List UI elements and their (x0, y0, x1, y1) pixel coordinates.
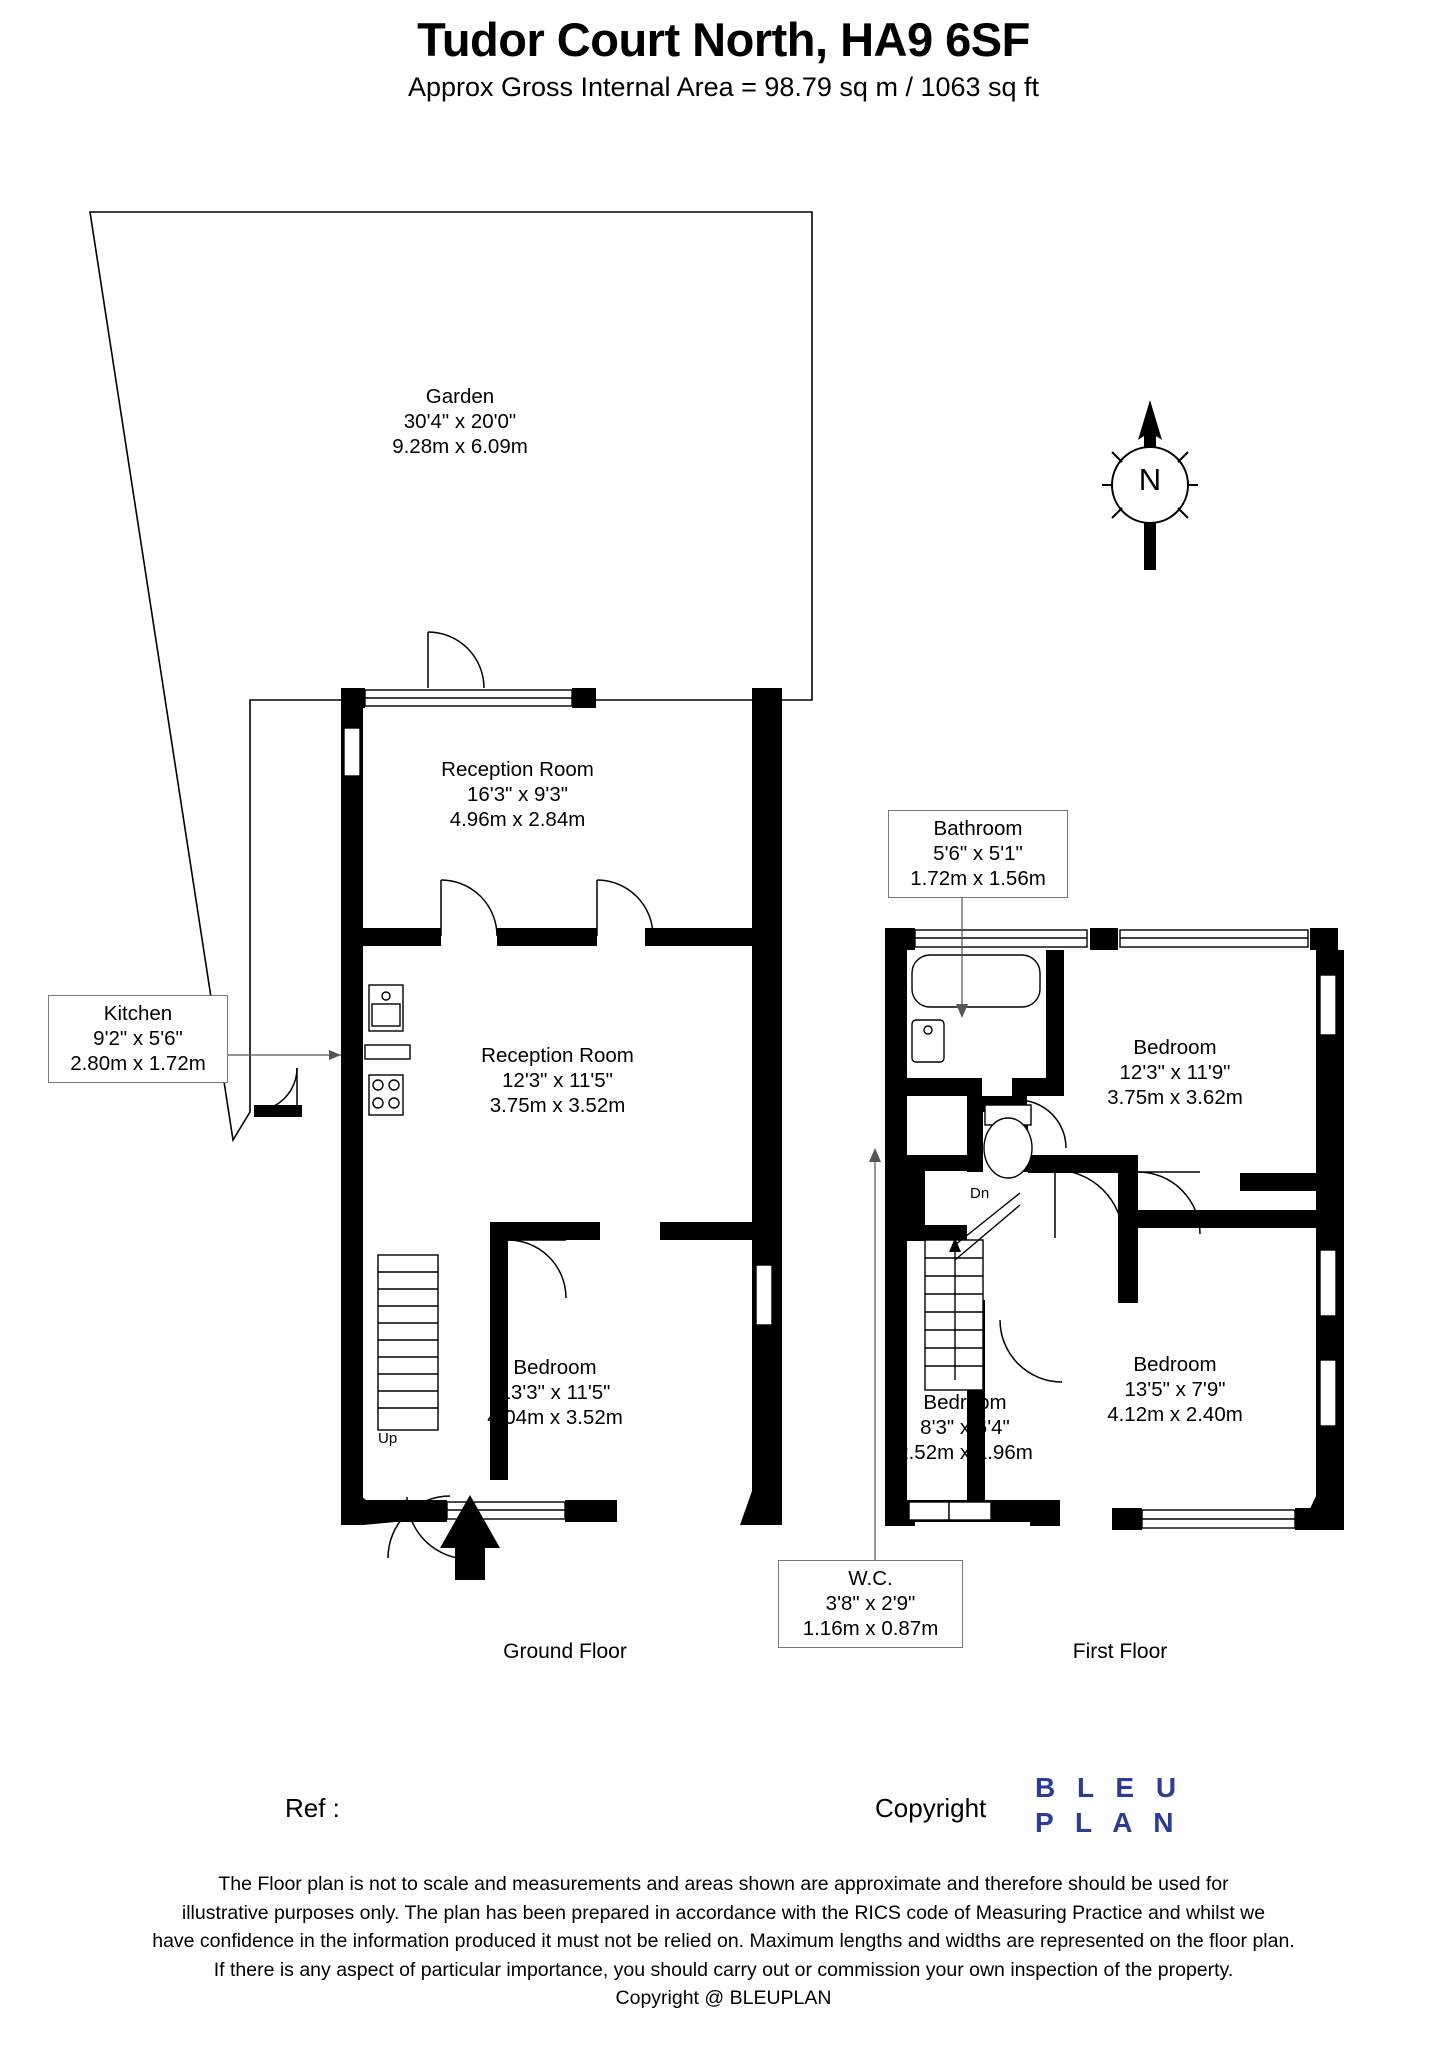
compass-north-label: N (1138, 462, 1162, 497)
stair-up-label: Up (378, 1430, 398, 1447)
room-callout-kitchen: Kitchen 9'2" x 5'6" 2.80m x 1.72m (48, 995, 228, 1083)
ref-label: Ref : (285, 1793, 340, 1823)
page-subtitle: Approx Gross Internal Area = 98.79 sq m … (407, 72, 1040, 102)
room-label-garden: Garden 30'4" x 20'0" 9.28m x 6.09m (345, 384, 575, 459)
disclaimer-line-4: If there is any aspect of particular imp… (213, 1958, 1234, 1981)
reception1-metric: 4.96m x 2.84m (449, 808, 586, 831)
kitchen-metric: 2.80m x 1.72m (70, 1052, 206, 1075)
reception1-name: Reception Room (441, 758, 594, 781)
wc-name: W.C. (848, 1567, 893, 1590)
bedroom-ff1-metric: 3.75m x 3.62m (1107, 1086, 1243, 1109)
stair-down-label: Dn (970, 1185, 990, 1202)
room-label-bedroom-ff-1: Bedroom 12'3" x 11'9" 3.75m x 3.62m (1040, 1035, 1310, 1110)
disclaimer-line-3: have confidence in the information produ… (152, 1930, 1295, 1952)
disclaimer-text: The Floor plan is not to scale and measu… (60, 1870, 1387, 2013)
copyright-line: Copyright @ BLEUPLAN (615, 1987, 832, 2009)
bedroom-gf-metric: 4.04m x 3.52m (487, 1406, 623, 1429)
logo-line-1: B L E U (1035, 1772, 1184, 1803)
bedroom-ff3-imperial: 8'3" x 6'4" (920, 1416, 1010, 1439)
floor-name-ground: Ground Floor (503, 1640, 627, 1663)
floor-name-first: First Floor (1072, 1640, 1168, 1663)
bedroom-ff1-imperial: 12'3" x 11'9" (1119, 1061, 1231, 1084)
room-label-reception-2: Reception Room 12'3" x 11'5" 3.75m x 3.5… (400, 1043, 715, 1118)
copyright-label: Copyright (875, 1793, 987, 1823)
room-label-bedroom-ff-3: Bedroom 8'3" x 6'4" 2.52m x 1.96m (830, 1390, 1100, 1465)
reception2-name: Reception Room (481, 1044, 634, 1067)
room-label-bedroom-ff-2: Bedroom 13'5" x 7'9" 4.12m x 2.40m (1040, 1352, 1310, 1427)
room-callout-bathroom: Bathroom 5'6" x 5'1" 1.72m x 1.56m (888, 810, 1068, 898)
bathroom-metric: 1.72m x 1.56m (910, 867, 1046, 890)
bedroom-gf-name: Bedroom (513, 1356, 597, 1379)
bedroom-gf-imperial: 13'3" x 11'5" (499, 1381, 611, 1404)
bleuplan-logo: B L E U P L A N (1035, 1770, 1183, 1840)
wc-metric: 1.16m x 0.87m (802, 1617, 939, 1640)
page-title: Tudor Court North, HA9 6SF (417, 13, 1030, 66)
logo-line-2: P L A N (1035, 1807, 1181, 1838)
room-label-bedroom-ground: Bedroom 13'3" x 11'5" 4.04m x 3.52m (420, 1355, 690, 1430)
bedroom-ff3-metric: 2.52m x 1.96m (897, 1441, 1033, 1464)
disclaimer-line-1: The Floor plan is not to scale and measu… (218, 1873, 1229, 1895)
kitchen-name: Kitchen (103, 1002, 173, 1025)
room-label-reception-1: Reception Room 16'3" x 9'3" 4.96m x 2.84… (360, 757, 675, 832)
garden-imperial: 30'4" x 20'0" (403, 410, 517, 433)
wc-imperial: 3'8" x 2'9" (825, 1592, 916, 1615)
disclaimer-line-2: illustrative purposes only. The plan has… (181, 1901, 1266, 1924)
garden-name: Garden (425, 385, 495, 408)
bathroom-name: Bathroom (933, 817, 1023, 840)
bedroom-ff2-name: Bedroom (1133, 1353, 1217, 1376)
bedroom-ff2-imperial: 13'5" x 7'9" (1124, 1378, 1226, 1401)
kitchen-imperial: 9'2" x 5'6" (93, 1027, 183, 1050)
bedroom-ff2-metric: 4.12m x 2.40m (1107, 1403, 1243, 1426)
bedroom-ff1-name: Bedroom (1133, 1036, 1217, 1059)
reception1-imperial: 16'3" x 9'3" (466, 783, 569, 806)
garden-metric: 9.28m x 6.09m (392, 435, 528, 458)
bedroom-ff3-name: Bedroom (923, 1391, 1007, 1414)
bathroom-imperial: 5'6" x 5'1" (933, 842, 1023, 865)
reception2-metric: 3.75m x 3.52m (489, 1094, 626, 1117)
room-callout-wc: W.C. 3'8" x 2'9" 1.16m x 0.87m (778, 1560, 963, 1648)
reception2-imperial: 12'3" x 11'5" (502, 1069, 613, 1092)
